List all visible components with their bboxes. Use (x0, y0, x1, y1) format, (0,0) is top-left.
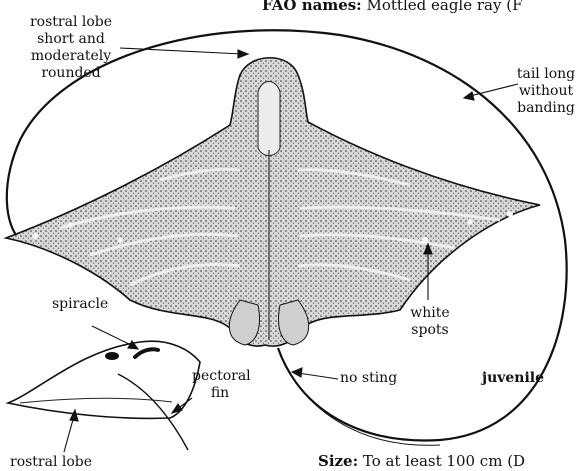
label-no-sting: no sting (340, 370, 397, 387)
label-tail: tail long without banding (512, 66, 580, 117)
header-text: Mottled eagle ray (F (367, 0, 523, 14)
footer-text: To at least 100 cm (D (363, 452, 525, 470)
side-head-view (8, 341, 200, 450)
label-white-spots: white spots (400, 305, 460, 339)
footer-label: Size: (318, 452, 358, 470)
label-juvenile: juvenile (482, 370, 544, 387)
label-rostral-lobe-bottom: rostral lobe (10, 454, 92, 471)
header-label: FAO names: (262, 0, 362, 14)
label-spiracle: spiracle (52, 296, 108, 313)
footer-line: Size: To at least 100 cm (D (318, 452, 525, 470)
label-pectoral-fin: pectoral fin (192, 368, 248, 402)
header-line: FAO names: Mottled eagle ray (F (262, 0, 523, 14)
label-rostral-lobe-top: rostral lobe short and moderately rounde… (16, 14, 126, 82)
